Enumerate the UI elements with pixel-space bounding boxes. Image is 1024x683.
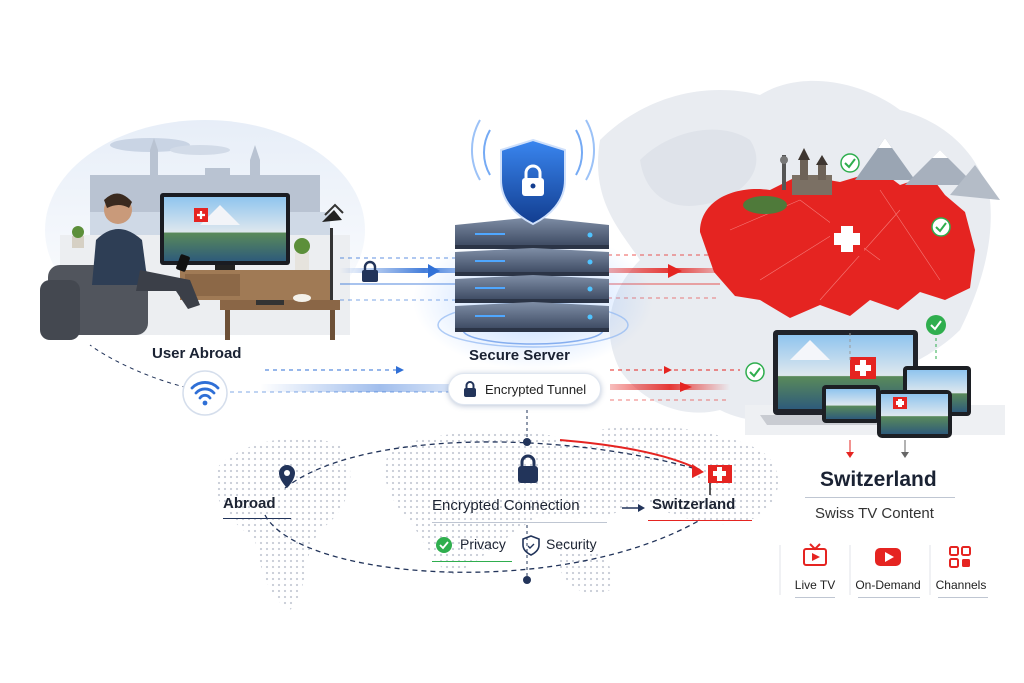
world-dotted-map: [214, 426, 779, 610]
server-rack-unit: [455, 217, 609, 249]
encrypted-connection-label: Encrypted Connection: [432, 497, 580, 514]
wifi-icon: [182, 370, 228, 416]
user-living-room: [40, 120, 365, 340]
service-label: On-Demand: [855, 578, 921, 592]
service-label: Channels: [935, 578, 987, 592]
check-circle-icon: [436, 537, 452, 553]
location-pin-icon: [279, 465, 295, 488]
alps-mountains: [855, 138, 1000, 200]
service-underline: [795, 597, 835, 598]
encrypted-tunnel-label: Encrypted Tunnel: [485, 381, 587, 397]
secure-server: [413, 217, 653, 370]
swiss-flag-icon: [708, 465, 732, 495]
abroad-label: Abroad: [223, 495, 276, 512]
user-abroad-label: User Abroad: [152, 345, 242, 362]
service-live-tv: Live TV: [780, 578, 850, 592]
server-rack-unit: [455, 275, 609, 303]
global-route-arcs: [264, 410, 704, 584]
service-underline: [938, 597, 988, 598]
channels-grid-icon: [949, 546, 971, 568]
server-rack-unit: [455, 302, 609, 332]
switzerland-title-divider: [805, 497, 955, 498]
switzerland-title: Switzerland: [820, 468, 937, 491]
switzerland-underline: [648, 520, 752, 521]
padlock-icon: [464, 381, 476, 397]
padlock-icon: [518, 454, 538, 483]
encrypted-tunnel-badge: Encrypted Tunnel: [448, 373, 602, 405]
shield-lock-icon: [470, 119, 596, 226]
abroad-underline: [223, 518, 291, 519]
shield-check-icon: [522, 535, 540, 556]
server-rack-unit: [455, 248, 609, 276]
castle: [743, 148, 832, 214]
check-circle-icon: [745, 362, 765, 382]
person-on-sofa: [40, 193, 200, 340]
secure-server-label: Secure Server: [469, 347, 570, 364]
check-circle-icon: [840, 153, 860, 173]
devices-group: [745, 330, 1005, 438]
switzerland-destination-label: Switzerland: [652, 496, 736, 513]
security-label: Security: [546, 536, 597, 552]
privacy-underline: [432, 561, 512, 562]
tablet: [877, 390, 952, 438]
service-on-demand: On-Demand: [853, 578, 923, 592]
service-label: Live TV: [794, 578, 836, 592]
padlock-icon: [362, 260, 378, 282]
swiss-tv-content-label: Swiss TV Content: [815, 505, 934, 522]
television: [160, 193, 290, 271]
service-underline: [858, 597, 920, 598]
switzerland-map: [700, 170, 975, 318]
check-circle-icon: [926, 315, 946, 335]
check-circle-icon: [931, 217, 951, 237]
service-channels: Channels: [926, 578, 996, 592]
tablet: [822, 385, 880, 423]
encrypted-connection-underline: [432, 522, 607, 523]
play-icon: [875, 548, 901, 566]
live-tv-icon: [803, 543, 827, 566]
privacy-label: Privacy: [460, 536, 506, 552]
